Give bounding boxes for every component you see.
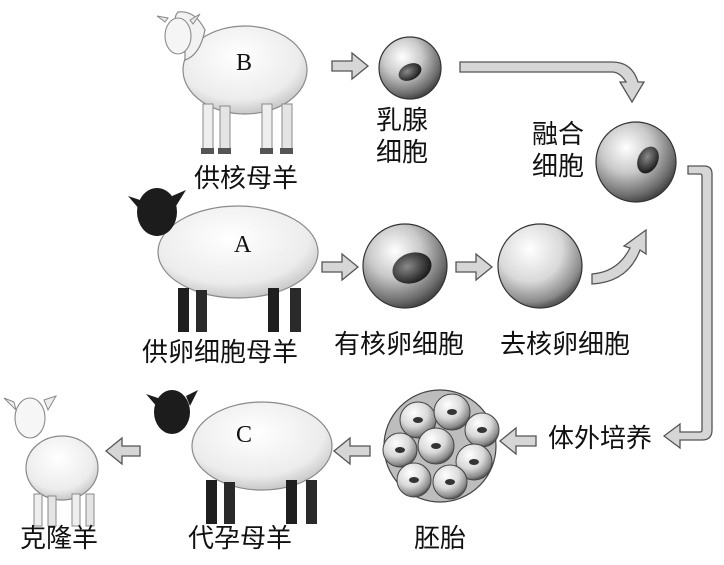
in-vitro-culture-label: 体外培养	[548, 424, 652, 455]
arrow-embryo-to-surrogate	[334, 438, 370, 464]
donor-nucleus-sheep-label: 供核母羊	[194, 164, 298, 195]
embryo-label: 胚胎	[414, 524, 466, 555]
arrow-a-to-nucleated-egg	[322, 254, 358, 280]
sheep-b-donor-nucleus	[157, 12, 307, 154]
mammary-cell-label-line1: 乳腺	[376, 106, 428, 137]
fused-cell-label-line2: 细胞	[532, 152, 584, 183]
sheep-a-letter: A	[234, 232, 251, 259]
nucleated-egg-label: 有核卵细胞	[334, 330, 464, 361]
enucleated-egg-label: 去核卵细胞	[500, 330, 630, 361]
mammary-cell	[379, 37, 441, 99]
embryo-cluster	[383, 390, 499, 502]
surrogate-sheep-label: 代孕母羊	[188, 524, 292, 555]
fused-cell-label-line1: 融合	[532, 120, 584, 151]
donor-egg-sheep-label: 供卵细胞母羊	[142, 338, 298, 369]
arrow-mammary-to-fused	[460, 62, 644, 102]
enucleated-egg-cell	[498, 224, 582, 308]
sheep-a-donor-egg	[128, 188, 318, 332]
fused-cell	[596, 122, 676, 202]
clone-sheep-label: 克隆羊	[20, 524, 98, 555]
arrow-surrogate-to-clone	[106, 438, 140, 464]
nucleated-egg-cell	[363, 224, 447, 308]
arrow-nucleated-to-enucleated	[456, 254, 492, 280]
arrow-b-to-mammary	[332, 53, 368, 79]
arrow-fused-to-culture	[664, 166, 712, 448]
sheep-c-letter: C	[236, 422, 252, 449]
arrow-enucleated-to-fused	[592, 230, 646, 284]
mammary-cell-label-line2: 细胞	[376, 138, 428, 169]
sheep-c-surrogate	[146, 390, 332, 524]
arrow-culture-to-embryo	[500, 428, 536, 454]
clone-lamb	[4, 396, 98, 526]
sheep-b-letter: B	[236, 50, 252, 77]
